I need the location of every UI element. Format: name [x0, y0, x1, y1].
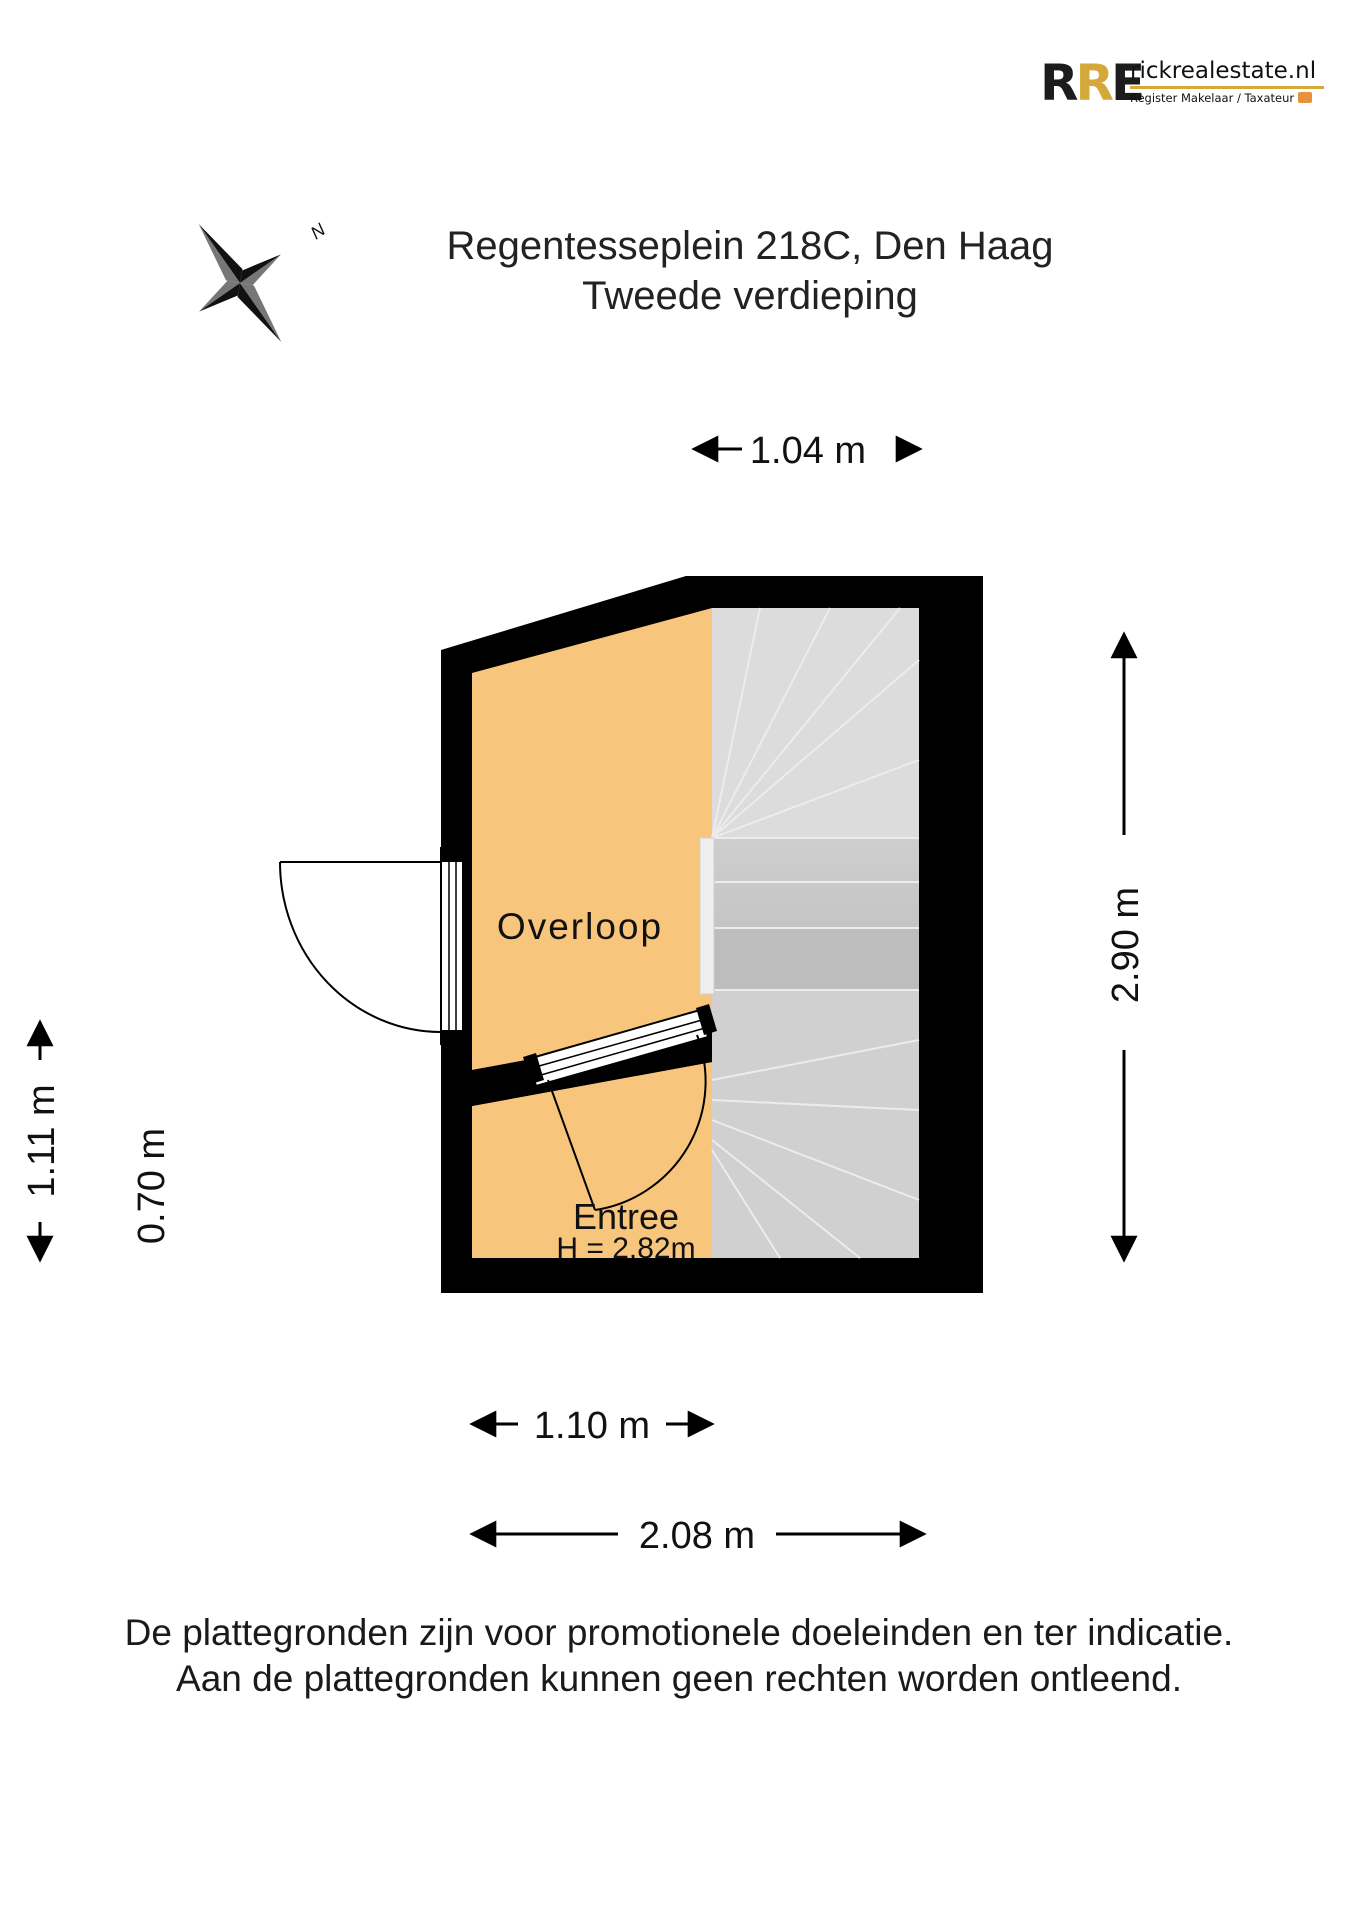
- logo-site-name: rickrealestate.nl: [1130, 58, 1317, 84]
- room-label-overloop: Overloop: [497, 906, 663, 947]
- dimension-top-width-label: 1.04 m: [750, 430, 866, 472]
- compass-icon: [198, 224, 282, 342]
- dimension-bottom-small: 1.10 m: [469, 1405, 715, 1447]
- dimension-right-height-label: 2.90 m: [1105, 887, 1147, 1003]
- room-height-label: H = 2.82m: [556, 1232, 695, 1265]
- plan-title-address: Regentesseplein 218C, Den Haag: [446, 224, 1054, 268]
- logo-badge-icon: [1298, 92, 1313, 103]
- dimension-bottom-small-label: 1.10 m: [534, 1405, 650, 1447]
- dimension-left-height: 1.11 m: [21, 1019, 63, 1263]
- room-entree-floor: [472, 1062, 712, 1258]
- exterior-door[interactable]: [279, 847, 464, 1045]
- brand-logo[interactable]: RRE rickrealestate.nl Register Makelaar …: [1040, 54, 1330, 112]
- dimension-right-height: 2.90 m: [1105, 631, 1147, 1263]
- plan-title-floor: Tweede verdieping: [582, 274, 918, 318]
- logo-divider: [1130, 86, 1324, 89]
- disclaimer-line-1: De plattegronden zijn voor promotionele …: [124, 1612, 1234, 1653]
- logo-tagline: Register Makelaar / Taxateur: [1130, 91, 1313, 105]
- room-label-entree: Entree: [573, 1196, 679, 1237]
- dimension-left-inner-label: 0.70 m: [131, 1128, 173, 1244]
- dimension-bottom-total: 2.08 m: [469, 1515, 927, 1557]
- room-overloop-floor: [472, 608, 712, 1070]
- logo-tagline-text: Register Makelaar / Taxateur: [1130, 91, 1295, 105]
- disclaimer-line-2: Aan de plattegronden kunnen geen rechten…: [176, 1658, 1182, 1699]
- compass-north-label: N: [307, 219, 330, 243]
- dimension-bottom-total-label: 2.08 m: [639, 1515, 755, 1557]
- interior-door[interactable]: [523, 1004, 717, 1211]
- staircase: [699, 607, 920, 1259]
- dimension-left-height-label: 1.11 m: [21, 1084, 63, 1197]
- dimension-top-width: 1.04 m: [691, 430, 923, 472]
- logo-mark: RRE: [1040, 54, 1145, 112]
